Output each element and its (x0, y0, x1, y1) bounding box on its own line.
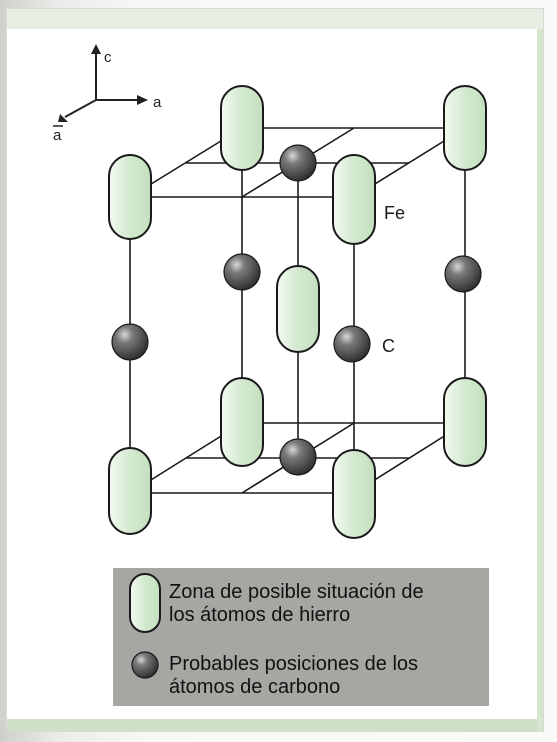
c-axis-label: c (104, 49, 112, 66)
legend-symbols (129, 573, 161, 679)
iron-zone (108, 447, 152, 535)
iron-zone-legend-icon (129, 573, 161, 633)
carbon-atom (333, 325, 371, 363)
legend-iron-line-1: Zona de posible situación de (169, 581, 424, 603)
legend: Zona de posible situación de los átomos … (113, 568, 489, 706)
legend-iron-line-2: los átomos de hierro (169, 604, 351, 626)
legend-carbon-line-1: Probables posiciones de los (169, 653, 419, 675)
iron-zone (332, 449, 376, 539)
iron-zone (332, 154, 376, 245)
iron-zone (220, 377, 264, 467)
carbon-atom (279, 144, 317, 182)
iron-zone (443, 85, 487, 171)
carbon-atom (111, 323, 149, 361)
card-bottom-band (7, 719, 543, 731)
a-bar-axis-label: a (53, 127, 62, 144)
fe-label: Fe (384, 203, 405, 223)
carbon-atom (444, 255, 482, 293)
card-right-band (537, 29, 543, 731)
a-axis-label: a (153, 94, 162, 111)
a-axis-arrowhead (137, 95, 148, 105)
card-top-band (7, 9, 543, 29)
carbon-atom (279, 438, 317, 476)
a-bar-axis-line (64, 99, 97, 118)
carbon-atom-legend-icon (131, 651, 159, 679)
iron-zone (220, 85, 264, 171)
legend-carbon-line-2: átomos de carbono (169, 676, 341, 698)
iron-zone (276, 265, 320, 353)
c-label: C (382, 336, 395, 356)
iron-zone (108, 154, 152, 240)
axes-indicator: c a a (53, 44, 162, 144)
a-bar-axis-arrowhead (58, 114, 68, 122)
iron-zone (443, 377, 487, 467)
carbon-atom (223, 253, 261, 291)
c-axis-arrowhead (91, 44, 101, 54)
carbon-positions (111, 144, 482, 476)
iron-zones (108, 85, 487, 539)
